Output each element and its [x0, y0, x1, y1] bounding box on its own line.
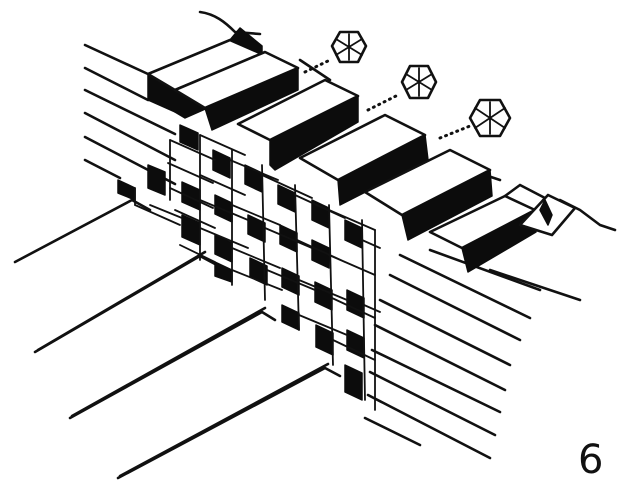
wall-top-edge: [198, 10, 617, 232]
wall-shadow-gaps: [117, 124, 365, 401]
sheet-number: 6: [578, 437, 604, 483]
right-course-lines: [363, 248, 582, 460]
asterisk-marker-2: [366, 64, 438, 112]
asterisk-marker-1: [303, 30, 368, 74]
ground-lines: [13, 198, 342, 480]
upper-course-lines: [83, 43, 177, 186]
header-bricks: [146, 27, 577, 273]
asterisk-marker-3: [438, 98, 512, 140]
wall-brick-outlines: [134, 134, 381, 411]
